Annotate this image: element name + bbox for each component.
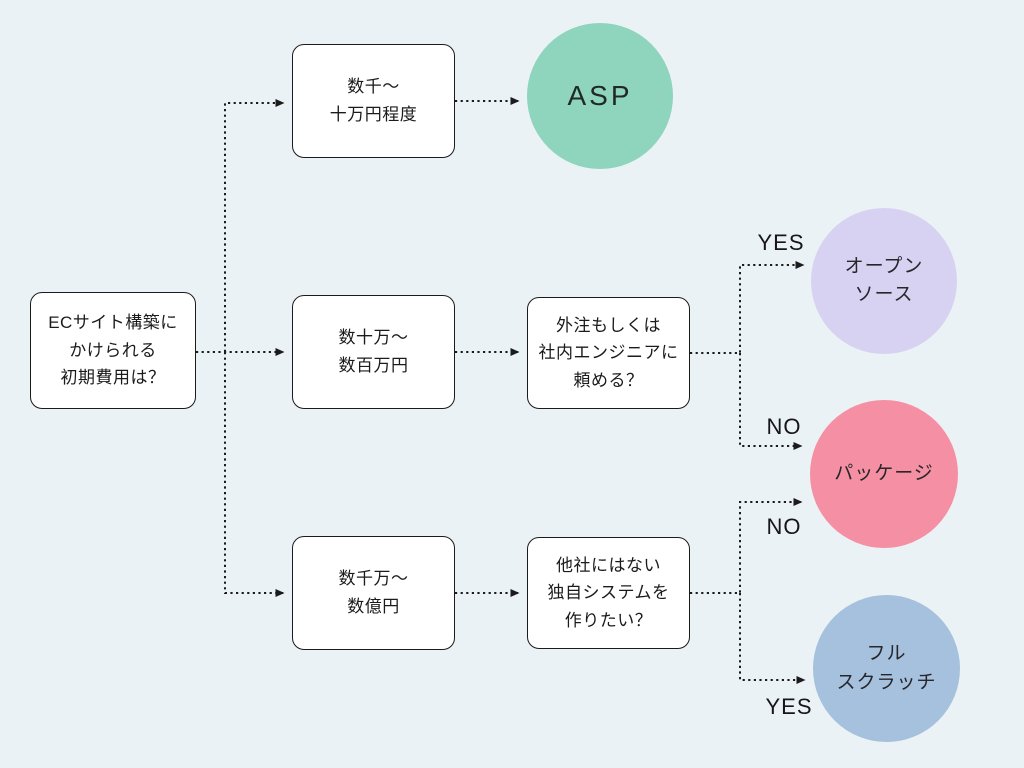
node-question-mid: 外注もしくは 社内エンジニアに 頼める？ [527,297,690,409]
connector-q-high-yes-to-full-scratch [739,593,806,684]
label-yes-open-source: YES [757,230,805,255]
node-question-mid-line: 外注もしくは [556,315,661,335]
node-result-package-label: パッケージ [834,462,934,484]
connector-q-high-no-to-package [690,498,803,594]
node-question-high: 他社にはない 独自システムを 作りたい？ [527,537,690,649]
node-cost-high-line: 数千万〜 [338,569,409,589]
node-cost-mid-line: 数百万円 [338,356,409,375]
node-question-high-line: 作りたい？ [564,610,653,630]
node-cost-mid-line: 数十万〜 [338,328,409,348]
label-yes-full-scratch: YES [765,694,813,719]
connector-root-to-cost-low [224,99,285,352]
node-question-mid-line: 社内エンジニアに [538,343,679,363]
label-no-package-from-high: NO [766,514,802,539]
node-result-full-scratch: フル スクラッチ [813,595,960,742]
node-cost-mid: 数十万〜 数百万円 [292,295,455,409]
node-root-question-line: ECサイト構築に [48,313,178,333]
node-result-asp: ASP [527,23,673,169]
node-cost-high-line: 数億円 [347,597,400,616]
node-question-mid-line: 頼める？ [573,370,644,390]
node-result-open-source: オープン ソース [811,208,957,354]
node-root-question: ECサイト構築に かけられる 初期費用は？ [30,292,196,409]
node-result-full-scratch-line: スクラッチ [836,671,937,693]
node-root-question-line: かけられる [69,340,157,360]
connector-root-to-cost-high [224,352,285,597]
node-cost-low-line: 十万円程度 [329,105,418,124]
node-cost-low: 数千〜 十万円程度 [292,44,455,158]
node-cost-low-line: 数千〜 [347,77,400,97]
node-result-asp-label: ASP [567,80,633,111]
node-cost-high: 数千万〜 数億円 [292,536,455,650]
node-result-package: パッケージ [810,400,958,548]
connector-q-mid-yes-to-open-source [690,261,805,354]
node-result-open-source-line: オープン [844,255,924,277]
node-root-question-line: 初期費用は？ [60,368,166,388]
node-result-full-scratch-line: フル [866,643,907,664]
node-question-high-line: 独自システムを [547,583,670,603]
label-no-package-from-mid: NO [766,414,802,439]
node-result-open-source-line: ソース [854,284,914,305]
node-question-high-line: 他社にはない [556,555,661,575]
